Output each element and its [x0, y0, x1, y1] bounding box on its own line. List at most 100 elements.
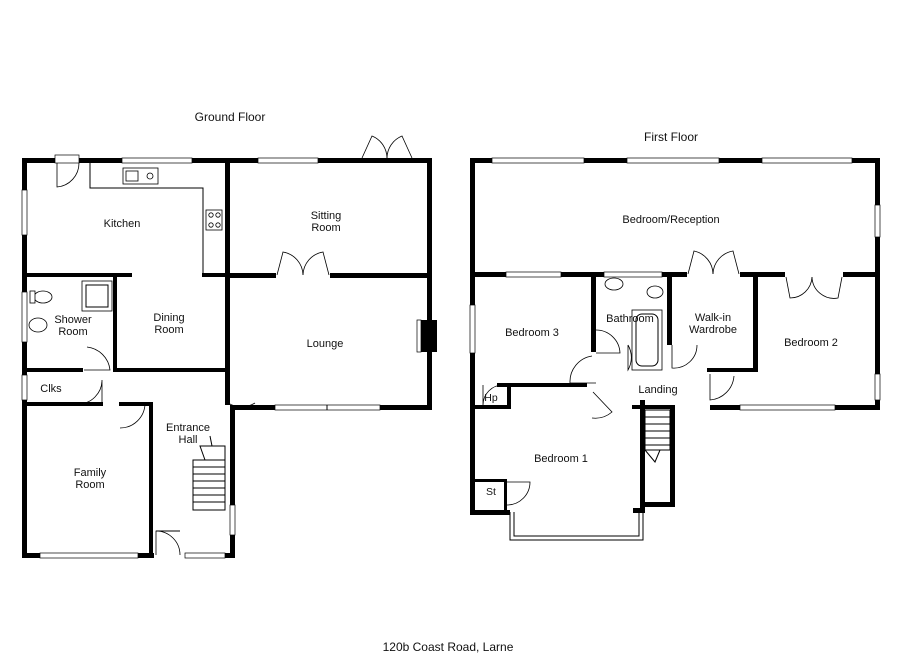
wall: [640, 400, 645, 513]
room-label-kitchen: Kitchen: [104, 218, 141, 230]
window: [739, 404, 836, 411]
room-label-bedroom-1: Bedroom 1: [534, 453, 588, 465]
hob-ring: [215, 222, 221, 228]
bath: [631, 309, 663, 371]
wall: [640, 502, 675, 507]
wall: [591, 277, 596, 352]
window: [184, 552, 226, 559]
stair-winders: [199, 435, 226, 461]
room-label-wardrobe: Wardrobe: [689, 324, 737, 336]
wall: [507, 387, 511, 409]
room-label-sitting-room: Room: [311, 222, 340, 234]
hob-ring: [208, 212, 214, 218]
wall: [113, 368, 225, 372]
french-door: [386, 135, 413, 159]
door-swing: [569, 355, 596, 384]
wall: [27, 368, 83, 372]
wall: [27, 402, 103, 406]
door-swing: [84, 346, 111, 371]
wardrobe-door: [811, 276, 843, 299]
wall: [875, 158, 880, 410]
wall: [427, 158, 432, 410]
door-swing: [595, 329, 621, 354]
window: [761, 157, 853, 164]
window: [505, 271, 562, 278]
wall: [475, 479, 505, 482]
stair-winders: [644, 449, 661, 463]
room-label-bedroom-2: Bedroom 2: [784, 337, 838, 349]
wall: [330, 273, 427, 278]
room-label-landing: Landing: [638, 384, 677, 396]
stair-treads: [193, 466, 225, 503]
door-swing: [671, 344, 698, 369]
stair-treads: [645, 416, 670, 446]
toilet: [646, 285, 664, 299]
room-label-lounge: Lounge: [307, 338, 344, 350]
room-label-hp: Hp: [484, 392, 498, 404]
window: [603, 271, 663, 278]
staircase: [192, 459, 226, 511]
wall: [843, 272, 875, 277]
double-door: [276, 251, 304, 276]
window: [39, 552, 139, 559]
room-label-entrance-hall: Hall: [179, 434, 198, 446]
wall: [707, 368, 758, 372]
first-floor-plan: [469, 157, 881, 541]
window: [491, 157, 585, 164]
basin: [604, 277, 624, 291]
wall: [670, 405, 675, 505]
hob-ring: [215, 212, 221, 218]
french-door: [361, 135, 388, 159]
window: [229, 504, 236, 536]
staircase: [644, 409, 671, 451]
ground-floor-plan: [21, 135, 437, 559]
room-label-clks: Clks: [40, 383, 62, 395]
window: [21, 291, 28, 343]
double-door: [687, 250, 714, 275]
shower-tray: [81, 280, 113, 312]
basin: [28, 317, 48, 333]
front-door: [155, 530, 181, 556]
wall: [202, 273, 227, 277]
door-swing: [591, 391, 613, 419]
wall: [113, 277, 117, 372]
wall: [417, 320, 437, 352]
wall: [22, 158, 432, 163]
sink-drain: [146, 172, 154, 180]
room-label-family: Family: [74, 467, 107, 479]
room-label-entrance: Entrance: [166, 422, 210, 434]
wall: [230, 273, 276, 278]
double-door: [712, 250, 740, 275]
wall: [22, 405, 27, 558]
bay-window: [513, 512, 640, 537]
wall: [470, 510, 510, 515]
toilet: [33, 290, 53, 304]
wall: [225, 163, 230, 276]
room-label-family-room: Room: [75, 479, 104, 491]
address-caption: 120b Coast Road, Larne: [383, 640, 514, 654]
sink-bowl: [125, 170, 139, 182]
door-swing: [627, 344, 632, 372]
wall: [667, 277, 672, 345]
wardrobe-door: [785, 276, 813, 299]
room-label-bathroom: Bathroom: [606, 313, 654, 325]
door-swing: [227, 377, 256, 408]
window: [874, 204, 881, 238]
room-label-bedroom-reception: Bedroom/Reception: [622, 214, 719, 226]
wall: [230, 405, 235, 558]
room-label-bedroom-3: Bedroom 3: [505, 327, 559, 339]
room-label-walk-in: Walk-in: [695, 312, 731, 324]
window: [21, 189, 28, 236]
wall: [740, 272, 785, 277]
worktop: [89, 163, 204, 273]
wall: [633, 508, 643, 513]
door-swing: [506, 481, 531, 506]
wall: [22, 160, 27, 405]
bay-window: [509, 512, 644, 541]
room-label-shower-room: Room: [58, 326, 87, 338]
window: [121, 157, 193, 164]
wall: [475, 405, 510, 409]
double-door: [302, 251, 330, 276]
window: [257, 157, 319, 164]
